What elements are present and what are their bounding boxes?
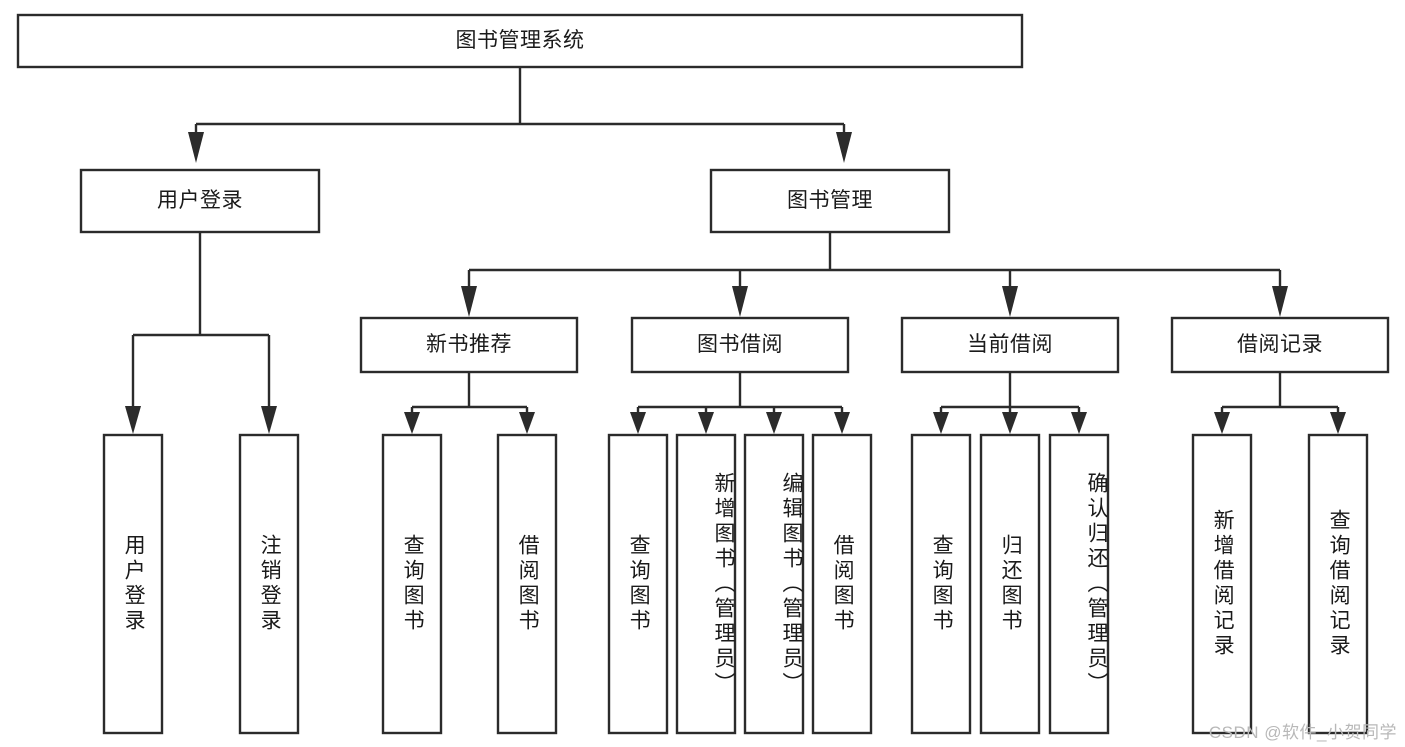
arrow-head-icon bbox=[261, 406, 277, 434]
leaf-borrow-record-1[interactable] bbox=[1307, 433, 1369, 735]
watermark-text: CSDN @软件_小贺同学 bbox=[1208, 723, 1397, 742]
leaf-user-login-1[interactable] bbox=[238, 433, 300, 735]
connector-current-borrow-to-leaves bbox=[933, 372, 1087, 434]
arrow-head-icon bbox=[698, 412, 714, 434]
leaf-book-borrow-2[interactable] bbox=[743, 433, 805, 735]
connector-user-login-to-leaves bbox=[125, 232, 277, 434]
arrow-head-icon bbox=[933, 412, 949, 434]
leaf-current-borrow-0[interactable] bbox=[910, 433, 972, 735]
arrow-head-icon bbox=[404, 412, 420, 434]
arrow-head-icon bbox=[519, 412, 535, 434]
connector-book-management-to-level3 bbox=[461, 232, 1288, 317]
node-book-borrow[interactable] bbox=[630, 316, 850, 374]
arrow-head-icon bbox=[1071, 412, 1087, 434]
arrow-head-icon bbox=[1272, 286, 1288, 317]
leaf-user-login-0[interactable] bbox=[102, 433, 164, 735]
arrow-head-icon bbox=[630, 412, 646, 434]
node-user-login[interactable] bbox=[79, 168, 321, 234]
leaf-book-borrow-1[interactable] bbox=[675, 433, 737, 735]
arrow-head-icon bbox=[125, 406, 141, 434]
arrow-head-icon bbox=[461, 286, 477, 317]
leaf-new-book-1[interactable] bbox=[496, 433, 558, 735]
arrow-head-icon bbox=[834, 412, 850, 434]
connector-borrow-record-to-leaves bbox=[1214, 372, 1346, 434]
arrow-head-icon bbox=[1002, 286, 1018, 317]
leaf-current-borrow-2[interactable] bbox=[1048, 433, 1110, 735]
arrow-head-icon bbox=[766, 412, 782, 434]
connector-root-to-level2 bbox=[188, 67, 852, 163]
leaf-book-borrow-3[interactable] bbox=[811, 433, 873, 735]
arrow-head-icon bbox=[1002, 412, 1018, 434]
node-current-borrow[interactable] bbox=[900, 316, 1120, 374]
arrow-head-icon bbox=[1330, 412, 1346, 434]
arrow-head-icon bbox=[188, 132, 204, 163]
arrow-head-icon bbox=[836, 132, 852, 163]
leaf-current-borrow-1[interactable] bbox=[979, 433, 1041, 735]
connector-new-book-recommend-to-leaves bbox=[404, 372, 535, 434]
leaf-new-book-0[interactable] bbox=[381, 433, 443, 735]
node-new-book-recommend[interactable] bbox=[359, 316, 579, 374]
node-book-management[interactable] bbox=[709, 168, 951, 234]
leaf-book-borrow-0[interactable] bbox=[607, 433, 669, 735]
node-borrow-record[interactable] bbox=[1170, 316, 1390, 374]
connector-book-borrow-to-leaves bbox=[630, 372, 850, 434]
node-root[interactable] bbox=[16, 13, 1024, 69]
arrow-head-icon bbox=[1214, 412, 1230, 434]
leaf-borrow-record-0[interactable] bbox=[1191, 433, 1253, 735]
arrow-head-icon bbox=[732, 286, 748, 317]
